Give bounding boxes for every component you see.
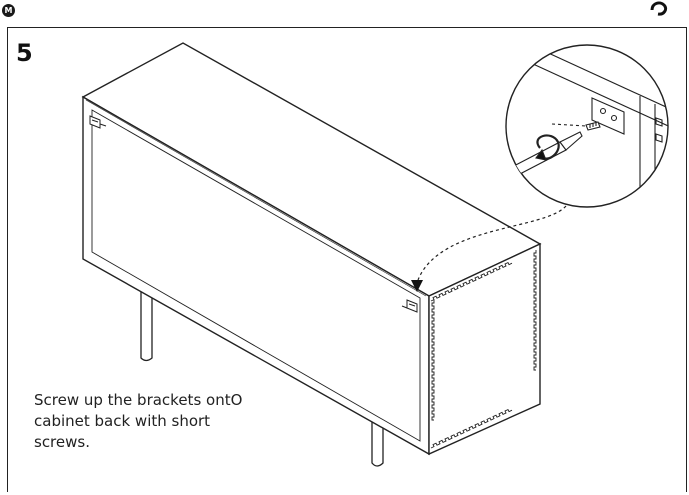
cut-off-heading-glyph (646, 0, 686, 16)
cabinet-end-face (428, 242, 541, 456)
instruction-text: Screw up the brackets ontO cabinet back … (34, 391, 243, 451)
serrated-edge-bottom (430, 409, 513, 449)
serrated-edge-left (431, 300, 435, 421)
serrated-edge-right (533, 250, 537, 371)
cabinet-back-panel (91, 109, 421, 442)
bracket-left (89, 115, 107, 129)
callout-dashed-arrow (417, 205, 567, 281)
step-number: 5 (16, 39, 33, 67)
bracket-right (401, 299, 418, 313)
serrated-edge-top (430, 262, 513, 302)
step-panel-frame (7, 27, 687, 492)
brand-logo: M (2, 4, 15, 17)
brand-logo-letter: M (4, 6, 13, 15)
callout-arrowhead (411, 280, 423, 292)
